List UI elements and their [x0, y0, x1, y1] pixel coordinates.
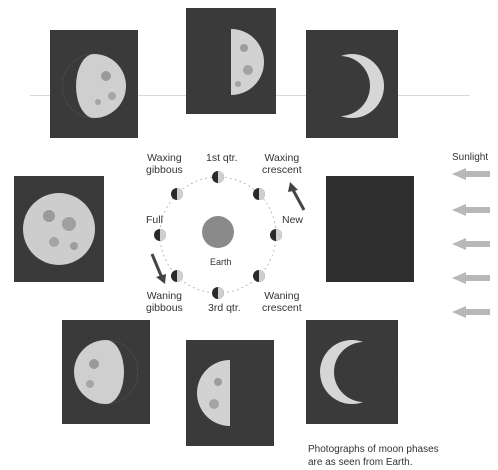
- photo-waning-gibbous: [62, 320, 150, 424]
- arrow-head-icon: [288, 182, 298, 192]
- label-waxing-gibbous: Waxing gibbous: [146, 152, 183, 176]
- arrow-head-icon: [156, 274, 166, 284]
- label-third-quarter: 3rd qtr.: [208, 302, 241, 314]
- arrow-icon: [152, 254, 162, 278]
- arrow-icon: [292, 188, 304, 210]
- sunlight-arrows: [450, 152, 495, 322]
- label-waxing-crescent: Waxing crescent: [262, 152, 302, 176]
- orbit-moon-waning-crescent: [253, 270, 265, 282]
- earth-icon: [202, 216, 234, 248]
- photo-first-quarter: [186, 8, 276, 114]
- photo-waxing-gibbous: [50, 30, 138, 138]
- photo-third-quarter: [186, 340, 274, 446]
- orbit-moon-waning-gibbous: [171, 270, 183, 282]
- orbit-moon-first-quarter: [212, 171, 224, 183]
- orbit-moon-waxing-gibbous: [171, 188, 183, 200]
- photo-waxing-crescent: [306, 30, 398, 138]
- orbit-moon-full: [154, 229, 166, 241]
- photo-full: [14, 176, 104, 282]
- photo-new: [326, 176, 414, 282]
- label-first-quarter: 1st qtr.: [206, 152, 238, 164]
- label-earth: Earth: [210, 256, 232, 268]
- orbit-moon-new: [270, 229, 282, 241]
- photo-waning-crescent: [306, 320, 398, 424]
- orbit-moon-third-quarter: [212, 287, 224, 299]
- label-full: Full: [146, 214, 163, 226]
- label-waning-gibbous: Waning gibbous: [146, 290, 183, 314]
- label-waning-crescent: Waning crescent: [262, 290, 302, 314]
- orbit-moon-waxing-crescent: [253, 188, 265, 200]
- caption: Photographs of moon phases are as seen f…: [308, 443, 439, 469]
- label-new: New: [282, 214, 303, 226]
